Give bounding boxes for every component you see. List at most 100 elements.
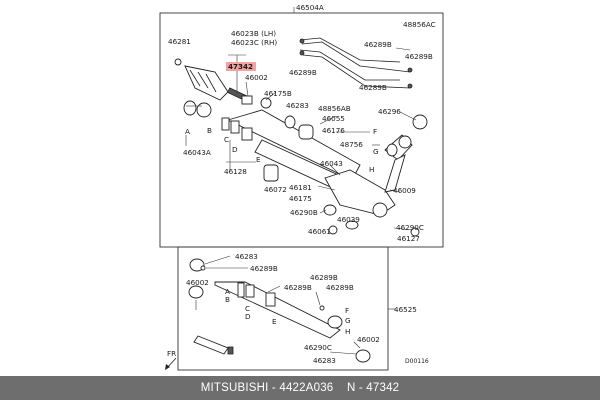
b-letter-D: D [245,312,251,321]
leader [267,285,281,293]
label-46175B[interactable]: 46175B [264,89,292,98]
leader [329,351,357,355]
top-leaders [185,47,417,231]
label-46176[interactable]: 46176 [322,126,345,135]
top-labels: 46023B (LH) 46023C (RH) 46281 47342 4600… [168,20,436,243]
union-bolt [412,114,428,130]
label-46525[interactable]: 46525 [394,305,417,314]
kit-46002 [188,285,204,299]
letter-F: F [373,127,377,136]
label-46072[interactable]: 46072 [264,185,287,194]
part-46055 [284,115,296,129]
leader [319,209,327,214]
kit-46289B-r [319,305,325,311]
pipe-clip [299,38,305,44]
label-46290C-b[interactable]: 46290C [304,343,332,352]
label-46002[interactable]: 46002 [245,73,268,82]
letter-A: A [185,127,190,136]
footer-bar: MITSUBISHI - 4422A036 N - 47342 [0,376,600,400]
label-46289B-b3[interactable]: 46289B [310,273,338,282]
bottom-panel: 46525 46283 46289B 46002 46289B 46289B 4… [165,246,417,371]
part-46127 [410,227,420,237]
top-panel: 46504A [159,3,444,248]
label-47342[interactable]: 47342 [228,62,253,71]
label-46283[interactable]: 46283 [286,101,309,110]
seal-E [241,127,253,141]
label-48856AB[interactable]: 48856AB [318,104,351,113]
kit-46283-b [355,349,371,363]
diagram-code: D00116 [405,358,429,365]
b-letter-B: B [225,295,230,304]
part-46039 [328,225,338,235]
label-48756[interactable]: 48756 [340,140,363,149]
valve-port [398,135,412,149]
label-46290C[interactable]: 46290C [396,223,424,232]
kit-grease-tube [193,335,229,355]
rack-housing [226,109,428,218]
leader [389,189,401,193]
leader [317,185,336,191]
rack-boot [184,65,229,101]
label-48856AC[interactable]: 48856AC [403,20,436,29]
kit-seal-E [265,292,276,307]
label-46290B[interactable]: 46290B [290,208,318,217]
part-46002-top [241,95,253,105]
leader [319,115,337,125]
label-46002-b2[interactable]: 46002 [357,335,380,344]
label-46181[interactable]: 46181 [289,183,312,192]
seal-A [183,100,197,116]
pressure-pipes [299,37,413,89]
label-46127[interactable]: 46127 [397,234,420,243]
label-46289B-a[interactable]: 46289B [364,40,392,49]
part-46175B [260,97,272,109]
leader [353,341,361,349]
label-46128[interactable]: 46128 [224,167,247,176]
label-46002-b[interactable]: 46002 [186,278,209,287]
footer-ref-number: 47342 [366,382,400,394]
label-46283-b2[interactable]: 46283 [313,356,336,365]
label-46289B-b4[interactable]: 46289B [326,283,354,292]
label-46296[interactable]: 46296 [378,107,401,116]
label-46061[interactable]: 46061 [308,227,331,236]
part-46072 [263,164,279,182]
label-46009[interactable]: 46009 [393,186,416,195]
seal-B [196,102,212,118]
leader [265,91,277,101]
kit-grease-cap [227,346,234,355]
part-46290B [323,204,337,216]
label-46289B-b[interactable]: 46289B [405,52,433,61]
label-46039[interactable]: 46039 [337,215,360,224]
leader [393,227,413,231]
letter-C: C [224,135,229,144]
leader [399,111,417,121]
seals [183,100,420,237]
label-46043[interactable]: 46043 [320,159,343,168]
label-46023C[interactable]: 46023C (RH) [231,38,277,47]
label-46504A[interactable]: 46504A [296,3,324,12]
footer-sep2: N - [333,382,367,394]
leader [245,81,249,97]
label-46023B[interactable]: 46023B (LH) [231,29,276,38]
pipe-clip [407,83,413,89]
letter-B: B [207,126,212,135]
label-46289B-b1[interactable]: 46289B [250,264,278,273]
b-letter-F: F [345,306,349,315]
label-46281[interactable]: 46281 [168,37,191,46]
label-46043A[interactable]: 46043A [183,148,211,157]
kit-46289B [200,265,206,271]
label-46283-b1[interactable]: 46283 [235,252,258,261]
pipe-48856AB [299,49,400,81]
pinion-cap [372,202,388,218]
label-46289B-c[interactable]: 46289B [289,68,317,77]
pinion-shaft [384,154,406,193]
label-46055[interactable]: 46055 [322,114,345,123]
label-46175[interactable]: 46175 [289,194,312,203]
footer-brand: MITSUBISHI [200,382,269,394]
highlight-47342 [226,62,256,71]
leader [329,164,341,176]
front-arrow-icon [165,364,170,370]
label-46289B-d[interactable]: 46289B [359,83,387,92]
footer-part-number: 4422A036 [279,382,334,394]
label-46289B-b2[interactable]: 46289B [284,283,312,292]
